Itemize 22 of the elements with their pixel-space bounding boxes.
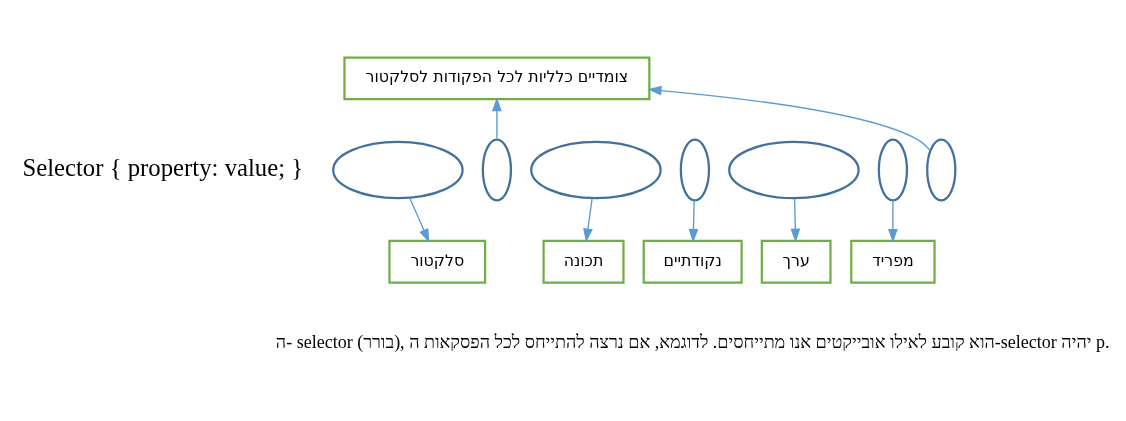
- label: ה- selector (בורר), הוא קובע לאילו אובייקטים אנו מתייחסים. לדוגמא, אם נרצה להתייחס לכל הפסקאות ה-selector יהיה p.: [275, 331, 1110, 352]
- arrow: [409, 197, 430, 243]
- node-ellipse: [679, 138, 711, 202]
- arrow: [492, 97, 502, 141]
- arrow: [647, 85, 931, 152]
- node-ellipse: [481, 138, 513, 202]
- arrow: [790, 197, 801, 243]
- arrow: [583, 197, 593, 243]
- node-ellipse: [877, 138, 909, 202]
- node-ellipse: [728, 140, 860, 200]
- label: Selector { property: value; }: [22, 154, 304, 182]
- node-box: מפריד: [850, 239, 936, 284]
- node-box: צומדיים כלליות לכל הפקודות לסלקטור: [343, 56, 651, 101]
- node-box: ערך: [760, 239, 832, 284]
- node-ellipse: [332, 140, 464, 200]
- node-box: תכונה: [542, 239, 625, 284]
- node-ellipse: [926, 138, 957, 202]
- node-box: נקודתיים: [642, 239, 743, 284]
- arrow: [688, 199, 699, 243]
- arrow: [888, 199, 898, 243]
- node-ellipse: [530, 140, 662, 200]
- node-box: סלקטור: [388, 239, 487, 284]
